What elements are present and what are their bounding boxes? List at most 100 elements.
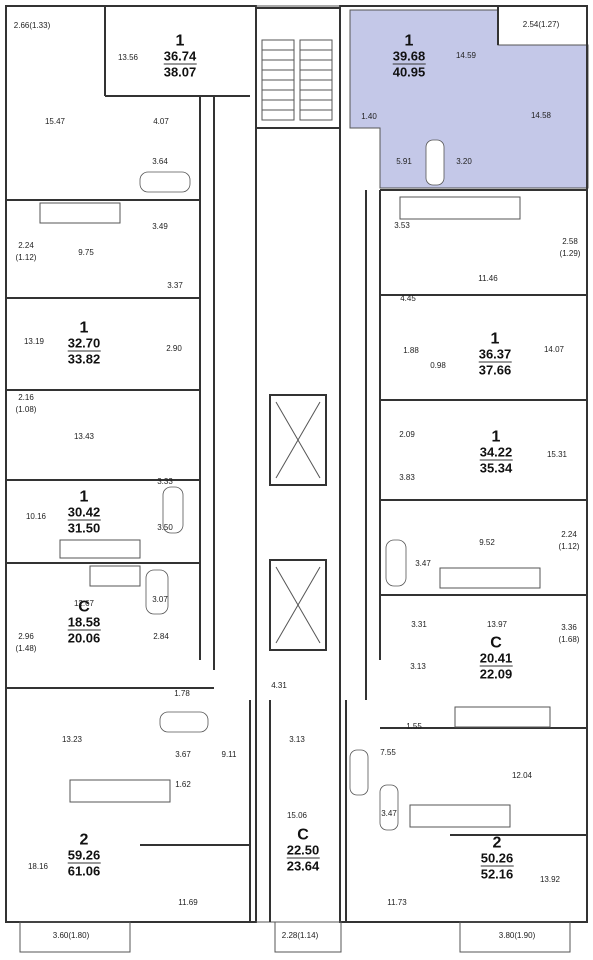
apartment-total-area: 20.06 — [67, 629, 101, 646]
room-area: 2.24 — [561, 530, 577, 539]
room-area: 4.45 — [400, 294, 416, 303]
apartment-label[interactable]: 1 32.70 33.82 — [67, 319, 101, 367]
apartment-total-area: 37.66 — [478, 361, 512, 378]
apartment-label[interactable]: 2 59.26 61.06 — [67, 831, 101, 879]
room-area: 3.50 — [157, 523, 173, 532]
room-area: (1.12) — [558, 542, 580, 551]
kitchen-counters — [39, 196, 551, 828]
room-area: 2.90 — [166, 344, 182, 353]
room-area: 13.56 — [117, 53, 139, 62]
building-walls — [5, 5, 588, 953]
room-area: 3.80(1.90) — [498, 931, 536, 940]
room-area: 12.67 — [73, 599, 95, 608]
room-area: 2.58 — [562, 237, 578, 246]
room-area: 5.91 — [396, 157, 412, 166]
room-area: 14.07 — [543, 345, 565, 354]
apartment-total-area: 52.16 — [480, 865, 514, 882]
apartment-living-area: 34.22 — [479, 444, 513, 460]
room-area: 1.78 — [174, 689, 190, 698]
room-area: 3.49 — [152, 222, 168, 231]
room-area: 15.06 — [286, 811, 308, 820]
apartment-label[interactable]: 1 36.74 38.07 — [163, 32, 197, 80]
room-area: 3.67 — [175, 750, 191, 759]
room-area: 3.33 — [157, 477, 173, 486]
apartment-label[interactable]: 1 34.22 35.34 — [479, 429, 513, 476]
room-area: 1.88 — [403, 346, 419, 355]
apartment-label[interactable]: С 20.41 22.09 — [479, 635, 513, 682]
room-area: 2.09 — [399, 430, 415, 439]
apartment-living-area: 20.41 — [479, 650, 513, 666]
room-area: 14.58 — [530, 111, 552, 120]
apartment-living-area: 59.26 — [67, 847, 101, 863]
room-area: 13.97 — [486, 620, 508, 629]
apartment-label[interactable]: 1 36.37 37.66 — [478, 331, 512, 378]
apartment-label[interactable]: 1 30.42 31.50 — [67, 488, 101, 536]
room-area: 14.59 — [455, 51, 477, 60]
apartment-total-area: 40.95 — [392, 63, 426, 80]
room-area: 2.28(1.14) — [281, 931, 319, 940]
apartment-label[interactable]: 2 50.26 52.16 — [480, 834, 514, 882]
room-area: 3.13 — [410, 662, 426, 671]
apartment-living-area: 36.37 — [478, 346, 512, 362]
apartment-total-area: 33.82 — [67, 350, 101, 367]
room-area: 1.55 — [406, 722, 422, 731]
apartment-label[interactable]: С 22.50 23.64 — [286, 826, 320, 874]
room-area: (1.08) — [15, 405, 37, 414]
room-area: 2.24 — [18, 241, 34, 250]
apartment-type: 1 — [79, 488, 89, 506]
apartment-total-area: 23.64 — [286, 857, 320, 874]
room-area: 18.16 — [27, 862, 49, 871]
room-area: 3.37 — [167, 281, 183, 290]
room-area: 3.31 — [411, 620, 427, 629]
room-area: 13.23 — [61, 735, 83, 744]
room-area: (1.12) — [15, 253, 37, 262]
apartment-type: 1 — [175, 32, 185, 50]
apartment-living-area: 32.70 — [67, 335, 101, 351]
room-area: 3.47 — [415, 559, 431, 568]
room-area: 2.54(1.27) — [522, 20, 560, 29]
room-area: 11.69 — [178, 898, 198, 907]
apartment-total-area: 38.07 — [163, 63, 197, 80]
room-area: 3.83 — [399, 473, 415, 482]
room-area: 2.66(1.33) — [13, 21, 51, 30]
apartment-living-area: 39.68 — [392, 48, 426, 64]
room-area: (1.68) — [558, 635, 580, 644]
apartment-total-area: 31.50 — [67, 519, 101, 536]
room-area: 3.64 — [152, 157, 168, 166]
apartment-type: С — [297, 826, 309, 844]
room-area: 0.98 — [430, 361, 446, 370]
apartment-total-area: 61.06 — [67, 862, 101, 879]
room-area: 3.36 — [561, 623, 577, 632]
bathtubs — [139, 139, 445, 831]
apartment-type: 2 — [79, 831, 89, 849]
room-area: 15.47 — [44, 117, 66, 126]
room-area: 2.16 — [18, 393, 34, 402]
apartment-label[interactable]: 1 39.68 40.95 — [392, 32, 426, 80]
room-area: 11.46 — [478, 274, 498, 283]
room-area: 9.11 — [221, 750, 237, 759]
room-area: 2.96 — [18, 632, 34, 641]
room-area: 3.47 — [381, 809, 397, 818]
room-area: (1.48) — [15, 644, 37, 653]
apartment-living-area: 22.50 — [286, 842, 320, 858]
room-area: 12.04 — [511, 771, 533, 780]
room-area: 9.75 — [78, 248, 94, 257]
room-area: 9.52 — [479, 538, 495, 547]
room-area: 10.16 — [25, 512, 47, 521]
apartment-living-area: 30.42 — [67, 504, 101, 520]
apartment-label[interactable]: С 18.58 20.06 — [67, 598, 101, 646]
room-area: 13.92 — [539, 875, 561, 884]
room-area: 11.73 — [387, 898, 407, 907]
apartment-total-area: 22.09 — [479, 665, 513, 682]
room-area: 1.40 — [361, 112, 377, 121]
apartment-type: 1 — [404, 32, 414, 50]
apartment-type: 2 — [492, 834, 502, 852]
room-area: 3.13 — [289, 735, 305, 744]
apartment-type: С — [78, 598, 90, 616]
room-area: 2.84 — [153, 632, 169, 641]
room-area: 3.60(1.80) — [52, 931, 90, 940]
apartment-living-area: 36.74 — [163, 48, 197, 64]
room-area: 15.31 — [546, 450, 568, 459]
apartment-type: 1 — [79, 319, 89, 337]
